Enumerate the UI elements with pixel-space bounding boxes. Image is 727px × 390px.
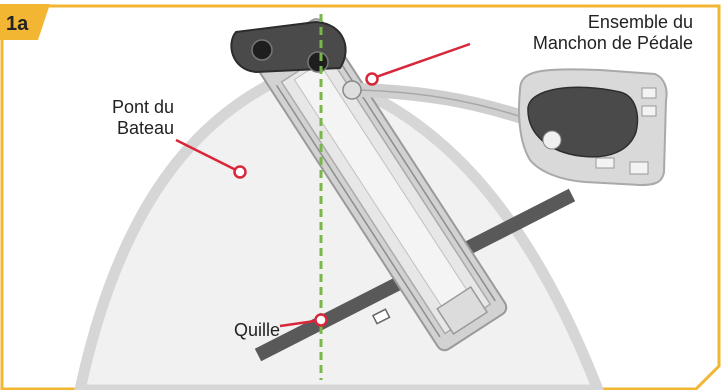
figure-badge: 1a bbox=[6, 13, 28, 36]
label-deck-line2: Bateau bbox=[90, 118, 174, 139]
label-keel: Quille bbox=[218, 320, 280, 341]
foot-pedal bbox=[519, 69, 667, 185]
label-pedal-sleeve: Ensemble du Manchon de Pédale bbox=[478, 12, 693, 54]
label-pedal-sleeve-line2: Manchon de Pédale bbox=[478, 33, 693, 54]
label-deck: Pont du Bateau bbox=[90, 97, 174, 139]
label-deck-line1: Pont du bbox=[90, 97, 174, 118]
label-pedal-sleeve-line1: Ensemble du bbox=[478, 12, 693, 33]
